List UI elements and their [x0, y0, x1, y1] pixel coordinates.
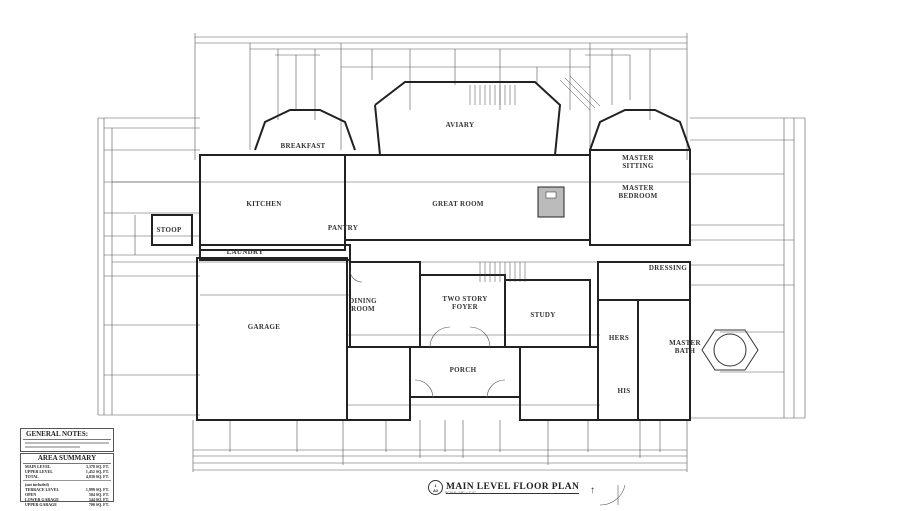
area-row-label: TOTAL	[25, 474, 39, 479]
area-summary-title: AREA SUMMARY	[23, 454, 111, 464]
room-label-laundry: LAUNDRY	[226, 248, 264, 256]
room-label-his: HIS	[617, 387, 631, 395]
area-row-value: 544 SQ. FT.	[88, 497, 109, 502]
area-row-label: UPPER LEVEL	[25, 469, 53, 474]
room-label-two-story-foyer: TWO STORY FOYER	[442, 295, 488, 311]
north-arrow-icon: ↑	[590, 485, 595, 496]
room-label-pantry: PANTRY	[327, 224, 359, 232]
drawing-number: 1	[434, 482, 437, 488]
sheet-number: A2	[432, 487, 439, 493]
area-row-value: 3,378 SQ. FT.	[85, 464, 109, 469]
area-row: MAIN LEVEL 3,378 SQ. FT.	[21, 464, 113, 469]
area-row: OPEN 504 SQ. FT.	[21, 492, 113, 497]
notes-text-line	[25, 446, 81, 448]
room-label-great-room: GREAT ROOM	[432, 200, 484, 208]
room-label-master-bedroom: MASTER BEDROOM	[618, 184, 658, 200]
area-row-label: UPPER GARAGE	[25, 502, 57, 507]
room-label-breakfast: BREAKFAST	[280, 142, 326, 150]
area-row-value: 700 SQ. FT.	[88, 502, 109, 507]
room-label-kitchen: KITCHEN	[246, 200, 282, 208]
general-notes-box: GENERAL NOTES:	[20, 428, 114, 452]
room-label-master-sitting: MASTER SITTING	[622, 154, 654, 170]
room-label-stoop: STOOP	[156, 226, 182, 234]
area-row: TERRACE LEVEL 1,999 SQ. FT.	[21, 487, 113, 492]
room-label-porch: PORCH	[449, 366, 477, 374]
room-label-dressing: DRESSING	[648, 264, 688, 272]
drawing-scale: SCALE: 1/8" = 1'-0"	[445, 491, 476, 495]
room-label-aviary: AVIARY	[445, 121, 475, 129]
area-row: TOTAL 4,830 SQ. FT.	[21, 474, 113, 479]
general-notes-title: GENERAL NOTES:	[23, 429, 111, 440]
area-row-label: OPEN	[25, 492, 37, 497]
area-row: LOWER GARAGE 544 SQ. FT.	[21, 497, 113, 502]
room-label-study: STUDY	[530, 311, 556, 319]
area-row-value: 1,452 SQ. FT.	[85, 469, 109, 474]
area-row-label: LOWER GARAGE	[25, 497, 59, 502]
room-label-hers: HERS	[608, 334, 630, 342]
notes-text-line	[25, 442, 109, 444]
room-label-garage: GARAGE	[247, 323, 281, 331]
room-label-dining-room: DINING ROOM	[349, 297, 377, 313]
area-row-label: TERRACE LEVEL	[25, 487, 60, 492]
area-row-value: 1,999 SQ. FT.	[85, 487, 109, 492]
drawing-title: MAIN LEVEL FLOOR PLAN	[446, 481, 580, 494]
area-row: UPPER LEVEL 1,452 SQ. FT.	[21, 469, 113, 474]
area-not-included-label: (not included)	[25, 482, 49, 487]
drawing-title-block: 1 A2 MAIN LEVEL FLOOR PLAN SCALE: 1/8" =…	[428, 480, 580, 495]
area-row-value: 504 SQ. FT.	[88, 492, 109, 497]
room-label-master-bath: MASTER BATH	[669, 339, 701, 355]
area-summary-box: AREA SUMMARY MAIN LEVEL 3,378 SQ. FT. UPP…	[20, 453, 114, 507]
area-row-value: 4,830 SQ. FT.	[85, 474, 109, 479]
area-row-label: MAIN LEVEL	[25, 464, 51, 469]
area-divider	[23, 480, 111, 481]
area-row: UPPER GARAGE 700 SQ. FT.	[21, 502, 113, 507]
drawing-number-badge: 1 A2	[428, 480, 443, 495]
